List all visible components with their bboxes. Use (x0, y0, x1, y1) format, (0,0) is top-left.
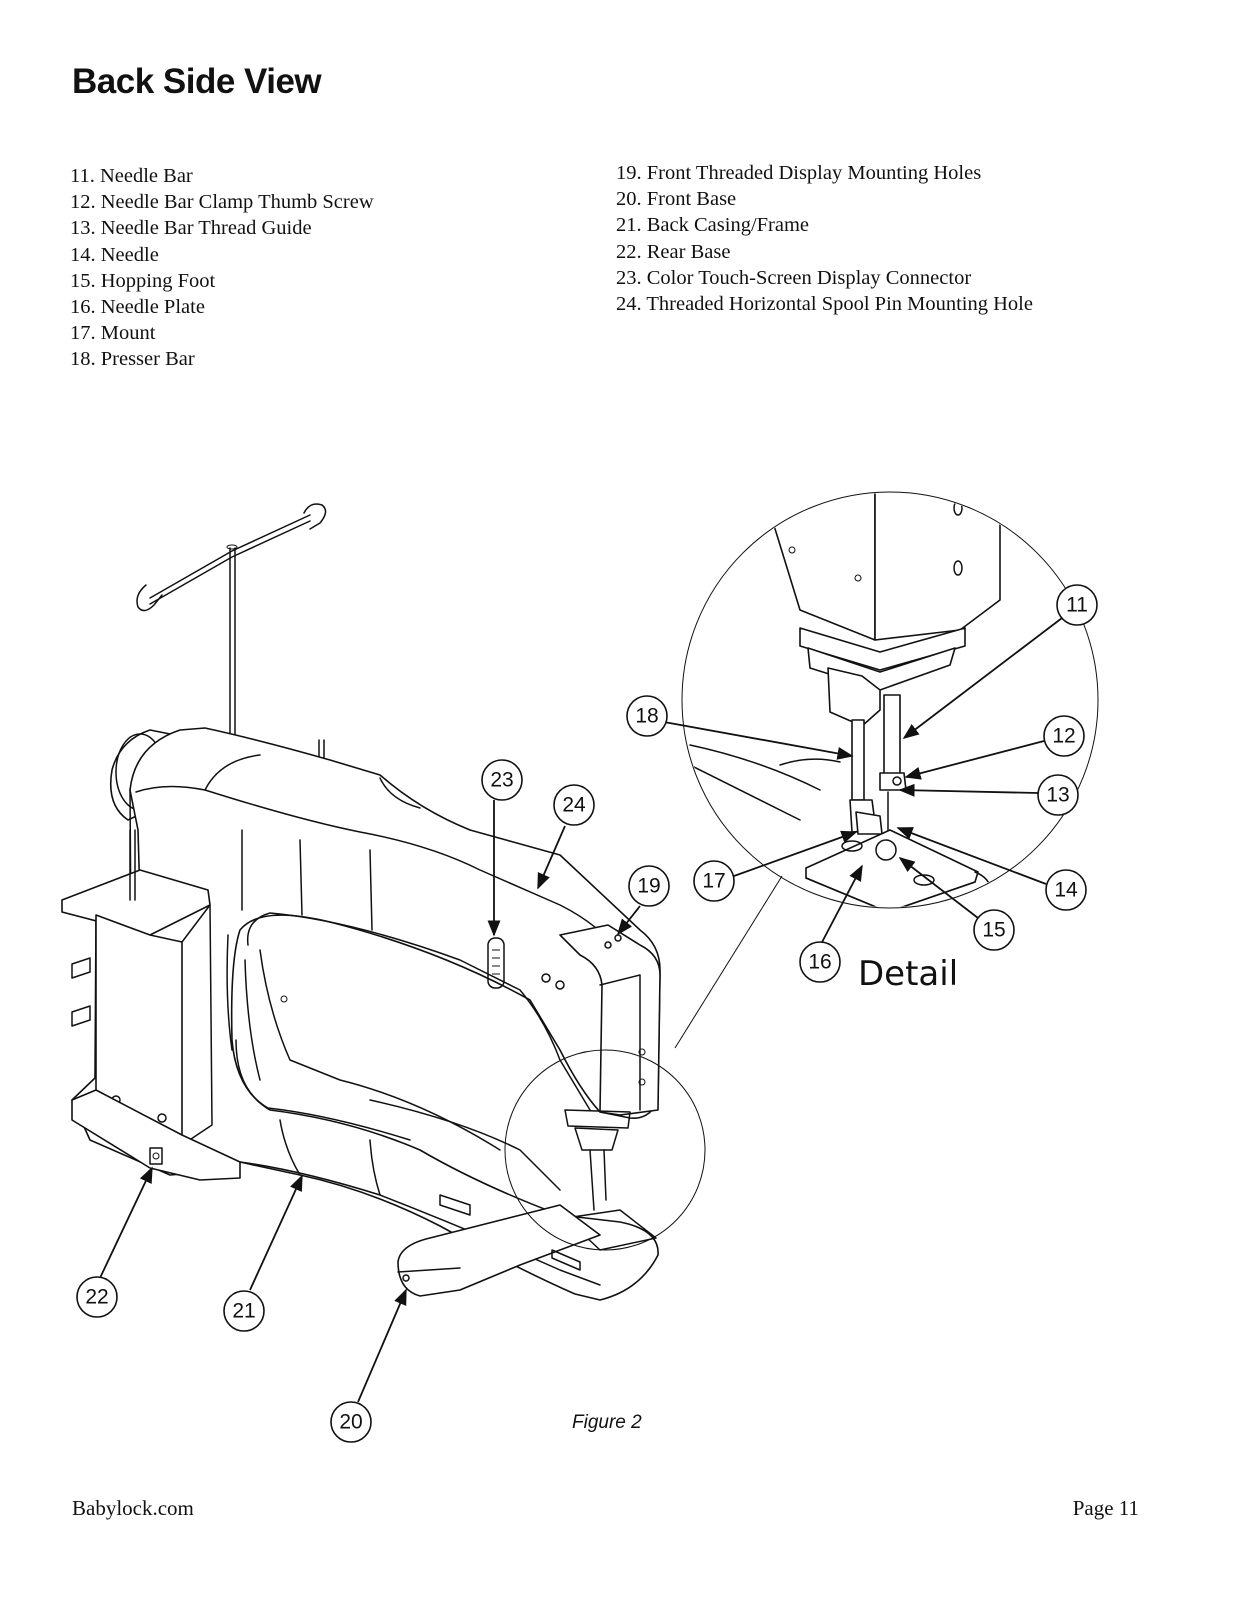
callout-14: 14 (1045, 869, 1087, 911)
callout-17: 17 (693, 860, 735, 902)
thread-stand-illustration (136, 503, 327, 765)
part-item: 19. Front Threaded Display Mounting Hole… (616, 162, 982, 184)
callout-22: 22 (76, 1276, 118, 1318)
footer-page-number: Page 11 (1072, 1496, 1139, 1520)
part-item: 17. Mount (70, 322, 156, 345)
svg-text:17: 17 (702, 870, 725, 893)
part-item: 21. Back Casing/Frame (616, 214, 810, 237)
callout-21: 21 (223, 1290, 265, 1332)
callout-19: 19 (628, 865, 670, 907)
svg-text:21: 21 (232, 1300, 255, 1323)
part-item: 24. Threaded Horizontal Spool Pin Mounti… (616, 293, 1033, 316)
detail-label: Detail (858, 954, 958, 994)
part-item: 20. Front Base (616, 188, 737, 211)
part-item: 14. Needle (70, 243, 159, 266)
callout-18: 18 (626, 695, 668, 737)
detail-zoom-circle (504, 1049, 706, 1251)
svg-text:24: 24 (562, 794, 586, 817)
callout-leaders (99, 617, 1063, 1403)
footer-website: Babylock.com (72, 1496, 194, 1520)
callout-16: 16 (799, 941, 841, 983)
svg-text:11: 11 (1066, 594, 1088, 617)
callout-23: 23 (481, 759, 523, 801)
svg-text:23: 23 (490, 769, 513, 792)
svg-text:16: 16 (808, 951, 831, 974)
svg-text:20: 20 (339, 1411, 362, 1434)
part-item: 12. Needle Bar Clamp Thumb Screw (70, 191, 374, 214)
callout-24: 24 (553, 784, 595, 826)
page-title: Back Side View (72, 62, 322, 101)
figure-caption: Figure 2 (572, 1412, 642, 1433)
svg-text:22: 22 (85, 1286, 108, 1309)
svg-text:19: 19 (637, 875, 660, 898)
svg-text:13: 13 (1046, 784, 1069, 807)
callout-12: 12 (1043, 715, 1085, 757)
callout-20: 20 (330, 1401, 372, 1443)
part-item: 16. Needle Plate (70, 296, 205, 319)
detail-view (681, 491, 1099, 909)
callout-13: 13 (1037, 774, 1079, 816)
part-item: 22. Rear Base (616, 240, 731, 263)
callout-11: 11 (1056, 584, 1098, 626)
machine-illustration (61, 503, 661, 1301)
part-item: 15. Hopping Foot (70, 269, 216, 292)
parts-list-left: 11. Needle Bar 12. Needle Bar Clamp Thum… (70, 163, 374, 373)
part-item: 18. Presser Bar (70, 348, 195, 371)
parts-list-right: 19. Front Threaded Display Mounting Hole… (616, 160, 1033, 317)
svg-text:18: 18 (635, 705, 658, 728)
svg-text:14: 14 (1054, 879, 1078, 902)
callout-15: 15 (973, 909, 1015, 951)
part-item: 11. Needle Bar (70, 165, 193, 187)
part-item: 13. Needle Bar Thread Guide (70, 217, 312, 240)
svg-text:12: 12 (1052, 725, 1075, 748)
svg-text:15: 15 (982, 919, 1005, 942)
part-item: 23. Color Touch-Screen Display Connector (616, 266, 972, 289)
